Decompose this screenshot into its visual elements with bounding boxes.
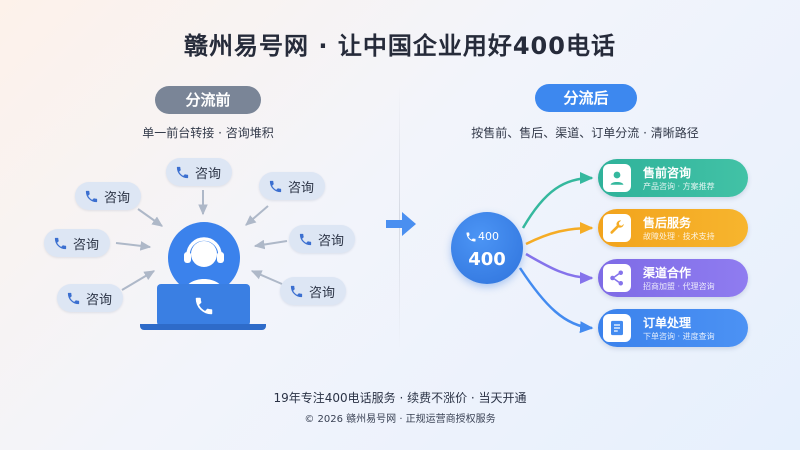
route-arrow: [518, 267, 594, 334]
transition-arrow-icon: [386, 212, 416, 236]
page-title: 赣州易号网 · 让中国企业用好400电话: [184, 32, 616, 60]
phone-icon: [466, 232, 476, 241]
400-hub: 400 400: [451, 212, 523, 284]
after-subtitle: 按售前、售后、渠道、订单分流 · 清晰路径: [471, 126, 699, 140]
route-subtitle: 招商加盟 · 代理咨询: [643, 282, 715, 291]
bubble-label: 咨询: [86, 292, 113, 308]
front-desk-laptop: [157, 284, 250, 326]
bubble-label: 咨询: [318, 233, 345, 249]
route-aftersales: 售后服务 故障处理 · 技术支持: [598, 209, 748, 247]
hub-number: 400: [468, 249, 506, 270]
section-divider: [399, 86, 400, 348]
route-title: 订单处理: [643, 316, 692, 330]
route-subtitle: 故障处理 · 技术支持: [643, 232, 715, 241]
bubble-label: 咨询: [73, 237, 100, 253]
route-title: 售前咨询: [643, 166, 692, 180]
document-icon: [611, 320, 623, 336]
footer-copyright: © 2026 赣州易号网 · 正规运营商授权服务: [304, 414, 496, 425]
route-subtitle: 产品咨询 · 方案推荐: [643, 182, 715, 191]
phone-icon: [176, 166, 189, 178]
before-label: 分流前: [155, 86, 261, 114]
inquiry-bubble: 咨询: [57, 284, 124, 312]
after-label: 分流后: [535, 84, 637, 112]
route-subtitle: 下单咨询 · 进度查询: [643, 332, 715, 341]
phone-icon: [290, 285, 303, 297]
inquiry-bubble: 咨询: [44, 229, 111, 257]
route-orders: 订单处理 下单咨询 · 进度查询: [598, 309, 748, 347]
before-subtitle: 单一前台转接 · 咨询堆积: [142, 126, 274, 140]
wrench-icon: [610, 220, 624, 234]
inbound-arrow: [137, 208, 163, 227]
share-icon: [610, 270, 623, 286]
inquiry-bubble: 咨询: [259, 172, 326, 200]
route-channel: 渠道合作 招商加盟 · 代理咨询: [598, 259, 748, 297]
bubble-label: 咨询: [309, 285, 336, 301]
route-title: 渠道合作: [643, 266, 692, 280]
laptop-base: [140, 324, 266, 330]
phone-icon: [195, 297, 213, 315]
bubble-label: 咨询: [104, 190, 131, 206]
phone-icon: [85, 190, 98, 202]
route-presales: 售前咨询 产品咨询 · 方案推荐: [598, 159, 748, 197]
phone-icon: [299, 233, 312, 245]
user-icon: [610, 171, 624, 185]
inquiry-bubble: 咨询: [280, 277, 347, 305]
route-title: 售后服务: [643, 216, 692, 230]
bubble-label: 咨询: [288, 180, 315, 196]
inquiry-bubble: 咨询: [289, 225, 356, 253]
inbound-arrow: [245, 205, 269, 226]
hub-small-label: 400: [478, 230, 499, 243]
footer-tagline: 19年专注400电话服务 · 续费不涨价 · 当天开通: [273, 391, 527, 405]
route-arrow: [525, 222, 594, 246]
route-arrow: [521, 172, 594, 229]
phone-icon: [269, 180, 282, 192]
inbound-arrow: [253, 239, 288, 250]
inbound-arrow: [250, 270, 283, 285]
inquiry-bubble: 咨询: [75, 182, 142, 210]
inquiry-bubble: 咨询: [166, 158, 233, 186]
inbound-arrow: [115, 241, 152, 251]
phone-icon: [67, 292, 80, 304]
route-arrow: [525, 252, 594, 284]
phone-icon: [54, 237, 67, 249]
bubble-label: 咨询: [195, 166, 222, 182]
inbound-arrow: [121, 270, 156, 291]
